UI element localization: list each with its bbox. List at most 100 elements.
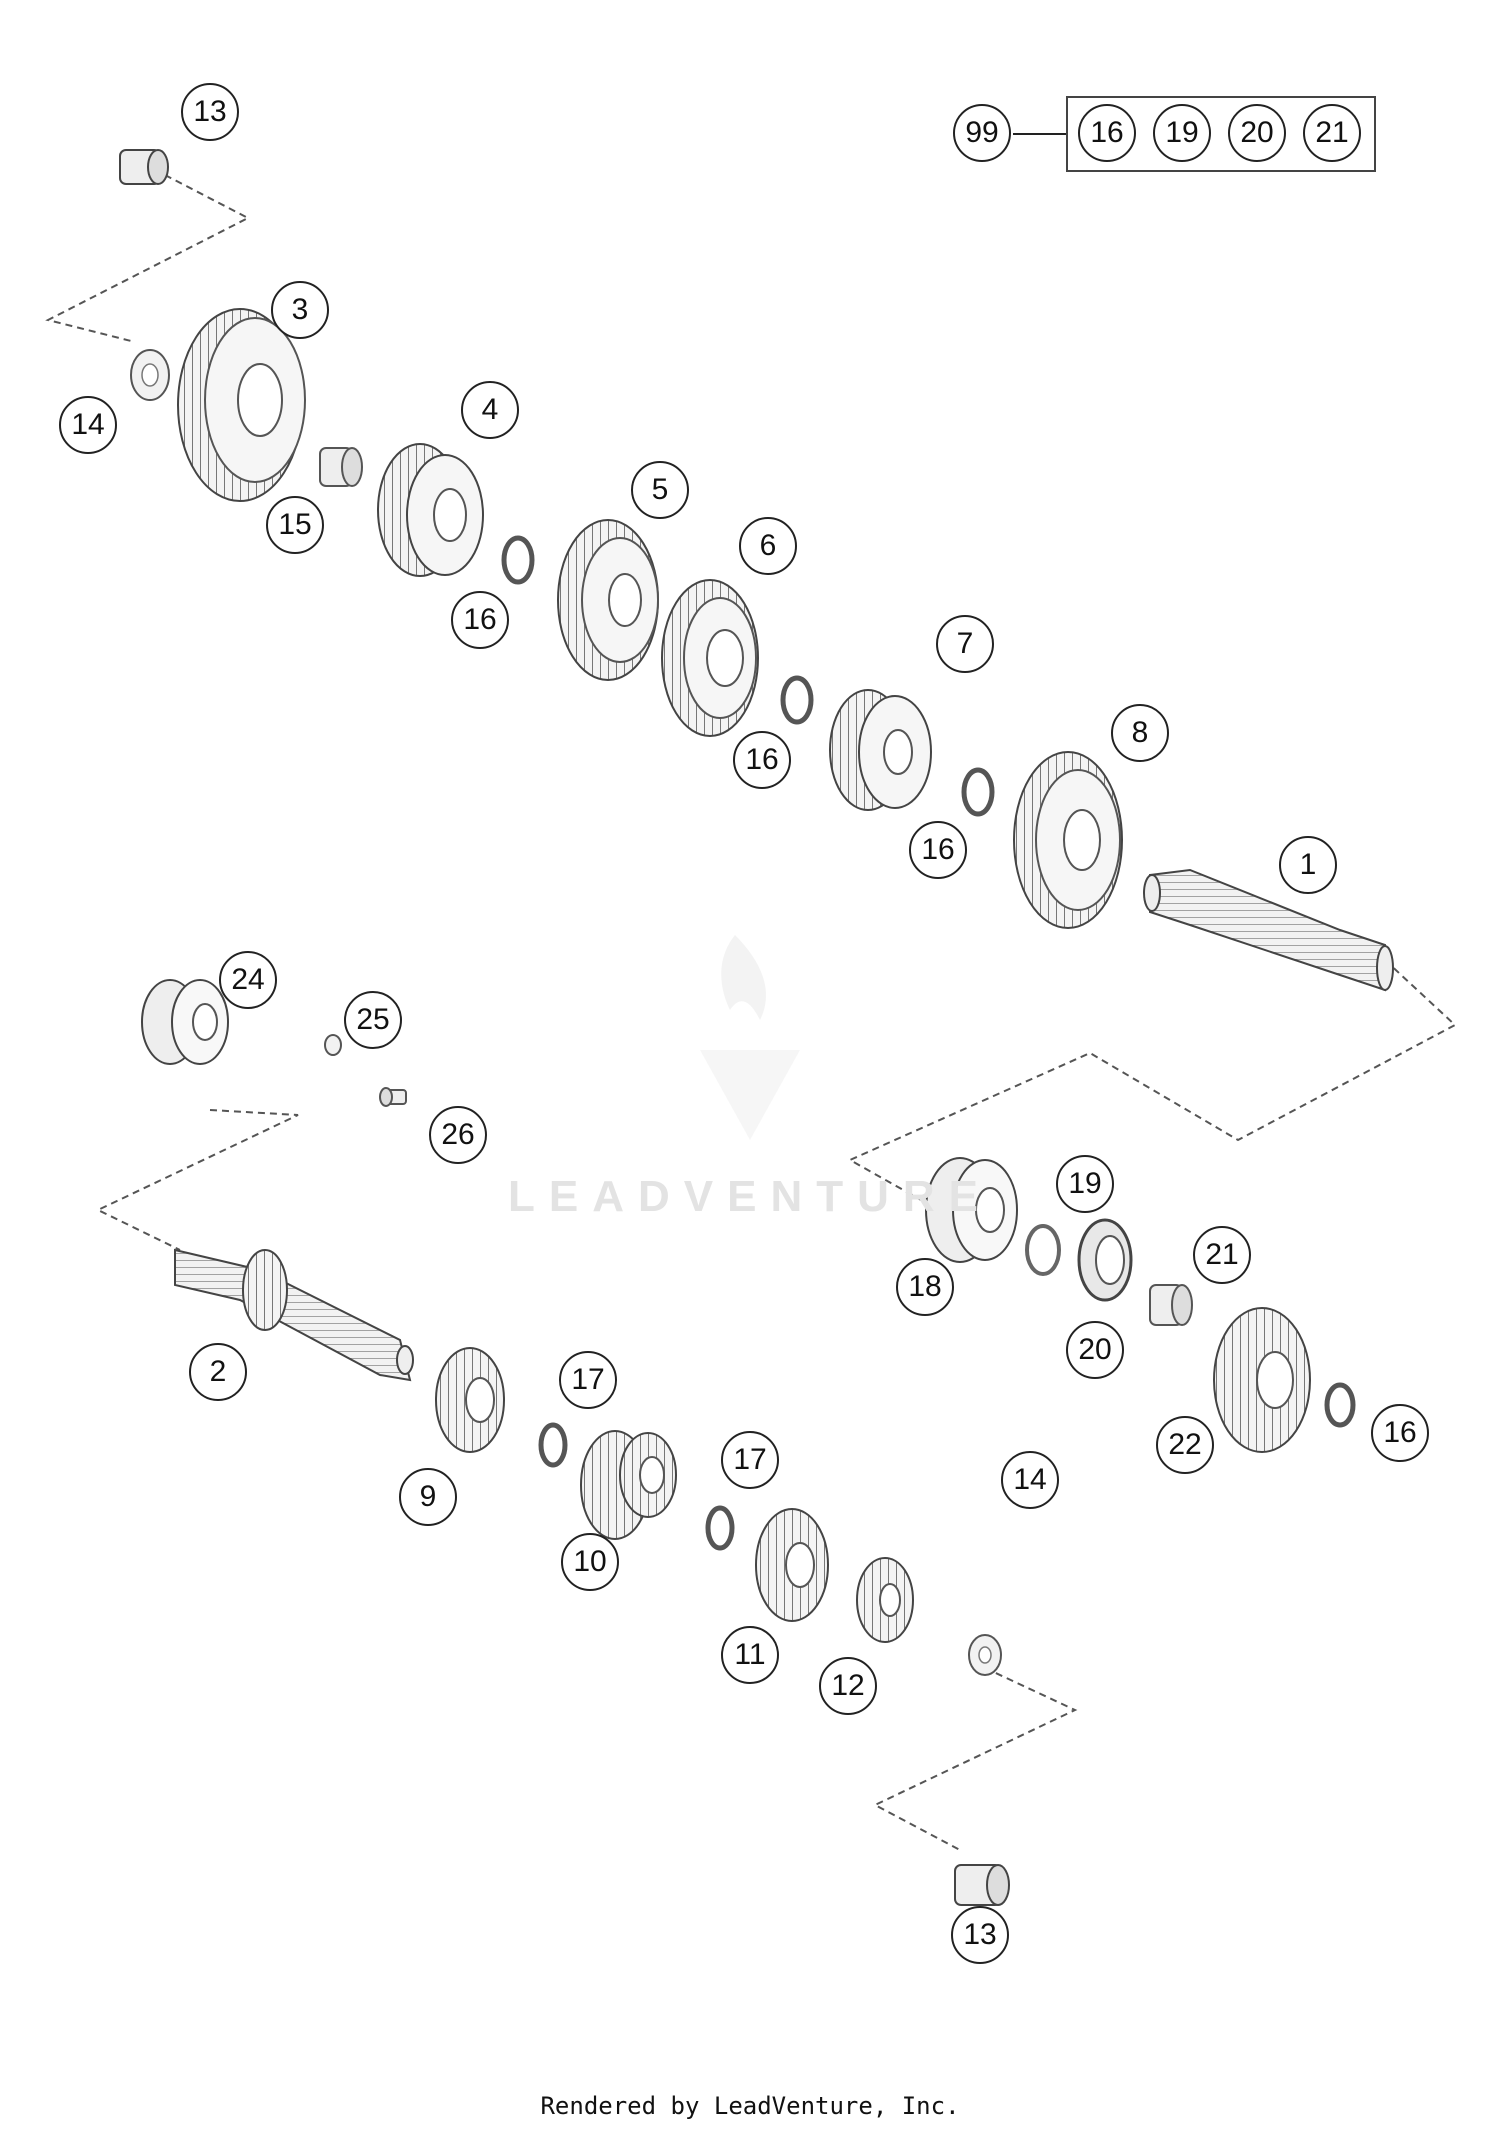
callout-label: 16 bbox=[745, 743, 779, 776]
footer-credit: Rendered by LeadVenture, Inc. bbox=[540, 2092, 960, 2120]
callout-label: 24 bbox=[231, 963, 265, 996]
callout-17[interactable]: 17 bbox=[559, 1351, 617, 1409]
callout-19[interactable]: 19 bbox=[1056, 1155, 1114, 1213]
callout-label: 1 bbox=[1299, 848, 1317, 881]
watermark-text: LEADVENTURE bbox=[507, 1172, 993, 1221]
callout-label: 26 bbox=[441, 1118, 475, 1151]
kit-item-callout-19[interactable]: 19 bbox=[1153, 104, 1211, 162]
spacer-21 bbox=[1149, 1284, 1193, 1326]
callout-26[interactable]: 26 bbox=[429, 1106, 487, 1164]
callout-label: 99 bbox=[965, 116, 999, 149]
kit-callout-99[interactable]: 99 bbox=[953, 104, 1011, 162]
kit-item-callout-20[interactable]: 20 bbox=[1228, 104, 1286, 162]
circlip-16-c bbox=[961, 767, 995, 817]
callout-18[interactable]: 18 bbox=[896, 1258, 954, 1316]
thrust-washer-14-bottom bbox=[968, 1634, 1002, 1676]
gear-4 bbox=[377, 443, 484, 577]
callout-label: 17 bbox=[571, 1363, 605, 1396]
kit-item-callout-16[interactable]: 16 bbox=[1078, 104, 1136, 162]
callout-label: 15 bbox=[278, 508, 312, 541]
gear-6 bbox=[661, 579, 759, 737]
callout-24[interactable]: 24 bbox=[219, 951, 277, 1009]
gear-5 bbox=[557, 519, 659, 681]
callout-label: 2 bbox=[209, 1355, 227, 1388]
gear-12 bbox=[856, 1557, 914, 1643]
bearing-18 bbox=[925, 1157, 1018, 1263]
callout-6[interactable]: 6 bbox=[739, 517, 797, 575]
callout-17[interactable]: 17 bbox=[721, 1431, 779, 1489]
gear-9 bbox=[435, 1347, 505, 1453]
callout-20[interactable]: 20 bbox=[1066, 1321, 1124, 1379]
thrust-washer-14-top bbox=[130, 349, 170, 401]
callout-21[interactable]: 21 bbox=[1193, 1226, 1251, 1284]
callout-label: 7 bbox=[956, 627, 974, 660]
callout-16[interactable]: 16 bbox=[909, 821, 967, 879]
callout-label: 20 bbox=[1240, 116, 1274, 149]
callout-label: 16 bbox=[463, 603, 497, 636]
callout-12[interactable]: 12 bbox=[819, 1657, 877, 1715]
callout-label: 19 bbox=[1068, 1167, 1102, 1200]
callout-14[interactable]: 14 bbox=[59, 396, 117, 454]
callout-label: 11 bbox=[734, 1638, 766, 1671]
callout-label: 13 bbox=[963, 1918, 997, 1951]
o-ring-19 bbox=[1025, 1224, 1061, 1276]
needle-bearing-13-top bbox=[119, 149, 169, 185]
gear-10 bbox=[580, 1430, 677, 1540]
callout-label: 5 bbox=[651, 473, 669, 506]
circlip-16-a bbox=[501, 535, 535, 585]
kit-contents-box bbox=[1066, 96, 1376, 172]
callout-22[interactable]: 22 bbox=[1156, 1416, 1214, 1474]
leader-lines bbox=[45, 174, 1457, 1851]
callout-5[interactable]: 5 bbox=[631, 461, 689, 519]
screw-26 bbox=[379, 1087, 407, 1107]
callout-label: 16 bbox=[1090, 116, 1124, 149]
gear-3 bbox=[177, 308, 306, 502]
callout-13[interactable]: 13 bbox=[181, 83, 239, 141]
needle-bearing-15 bbox=[319, 447, 363, 487]
gear-8 bbox=[1013, 751, 1123, 929]
callout-label: 10 bbox=[573, 1545, 607, 1578]
callout-label: 6 bbox=[759, 529, 777, 562]
callout-4[interactable]: 4 bbox=[461, 381, 519, 439]
washer-25 bbox=[324, 1034, 342, 1056]
callout-label: 16 bbox=[1383, 1416, 1417, 1449]
callout-2[interactable]: 2 bbox=[189, 1343, 247, 1401]
callout-label: 13 bbox=[193, 95, 227, 128]
circlip-17-a bbox=[538, 1422, 568, 1468]
callout-9[interactable]: 9 bbox=[399, 1468, 457, 1526]
callout-label: 9 bbox=[419, 1480, 437, 1513]
callout-label: 18 bbox=[908, 1270, 942, 1303]
callout-label: 3 bbox=[291, 293, 309, 326]
callout-13[interactable]: 13 bbox=[951, 1906, 1009, 1964]
callout-8[interactable]: 8 bbox=[1111, 704, 1169, 762]
callout-label: 16 bbox=[921, 833, 955, 866]
kit-item-callout-21[interactable]: 21 bbox=[1303, 104, 1361, 162]
callout-16[interactable]: 16 bbox=[1371, 1404, 1429, 1462]
callout-3[interactable]: 3 bbox=[271, 281, 329, 339]
callout-label: 25 bbox=[356, 1003, 390, 1036]
sprocket-22 bbox=[1213, 1307, 1311, 1453]
callout-15[interactable]: 15 bbox=[266, 496, 324, 554]
shaft-seal-20 bbox=[1077, 1218, 1133, 1302]
callout-label: 21 bbox=[1205, 1238, 1239, 1271]
leadventure-logo-watermark bbox=[700, 935, 800, 1140]
callout-label: 14 bbox=[71, 408, 105, 441]
callout-label: 12 bbox=[831, 1669, 865, 1702]
callout-label: 22 bbox=[1168, 1428, 1202, 1461]
kit-connector-line bbox=[1013, 133, 1066, 135]
callout-label: 19 bbox=[1165, 116, 1199, 149]
callout-10[interactable]: 10 bbox=[561, 1533, 619, 1591]
callout-label: 8 bbox=[1131, 716, 1149, 749]
callout-1[interactable]: 1 bbox=[1279, 836, 1337, 894]
callout-7[interactable]: 7 bbox=[936, 615, 994, 673]
callout-16[interactable]: 16 bbox=[451, 591, 509, 649]
callout-25[interactable]: 25 bbox=[344, 991, 402, 1049]
callout-label: 4 bbox=[481, 393, 499, 426]
callout-16[interactable]: 16 bbox=[733, 731, 791, 789]
circlip-16-d bbox=[1324, 1382, 1356, 1428]
bearing-24 bbox=[141, 979, 229, 1065]
callout-14[interactable]: 14 bbox=[1001, 1451, 1059, 1509]
callout-11[interactable]: 11 bbox=[721, 1626, 779, 1684]
callout-label: 14 bbox=[1013, 1463, 1047, 1496]
